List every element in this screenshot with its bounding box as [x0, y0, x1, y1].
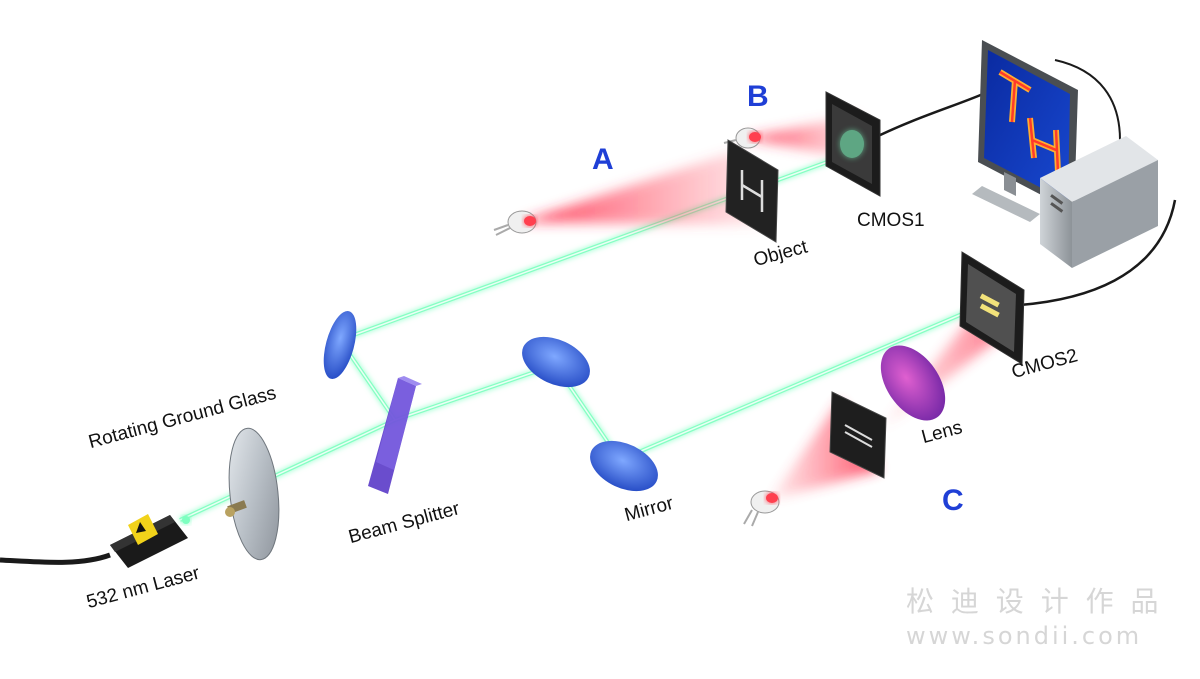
slit-mask: [829, 391, 887, 479]
mirror-upper-left: [323, 310, 357, 380]
led-a-icon: [493, 210, 537, 236]
watermark-title: 松 迪 设 计 作 品: [906, 585, 1163, 618]
label-a: A: [592, 143, 614, 176]
cmos2-cable: [1019, 199, 1177, 307]
label-b: B: [747, 80, 769, 113]
led-c-icon: [743, 490, 780, 527]
beam-splitter-element: [368, 376, 422, 494]
laser-body: [110, 514, 190, 568]
cmos2-sensor: [959, 251, 1025, 365]
rotating-ground-glass-disk: [225, 427, 280, 561]
monitor: [972, 40, 1078, 222]
led-b-icon: [723, 127, 761, 149]
computer-tower: [1040, 136, 1158, 268]
laser-cable: [0, 552, 111, 565]
label-cmos1: CMOS1: [857, 210, 925, 231]
object-mask: [725, 139, 779, 243]
mirror-lower: [590, 440, 658, 492]
mirror-middle: [522, 336, 590, 388]
monitor-cable: [1054, 59, 1121, 141]
cmos1-sensor: [825, 91, 881, 197]
watermark-url: www.sondii.com: [906, 622, 1143, 650]
red-cone-a: [520, 150, 760, 225]
label-c: C: [942, 484, 964, 517]
lens-element: [880, 345, 946, 421]
